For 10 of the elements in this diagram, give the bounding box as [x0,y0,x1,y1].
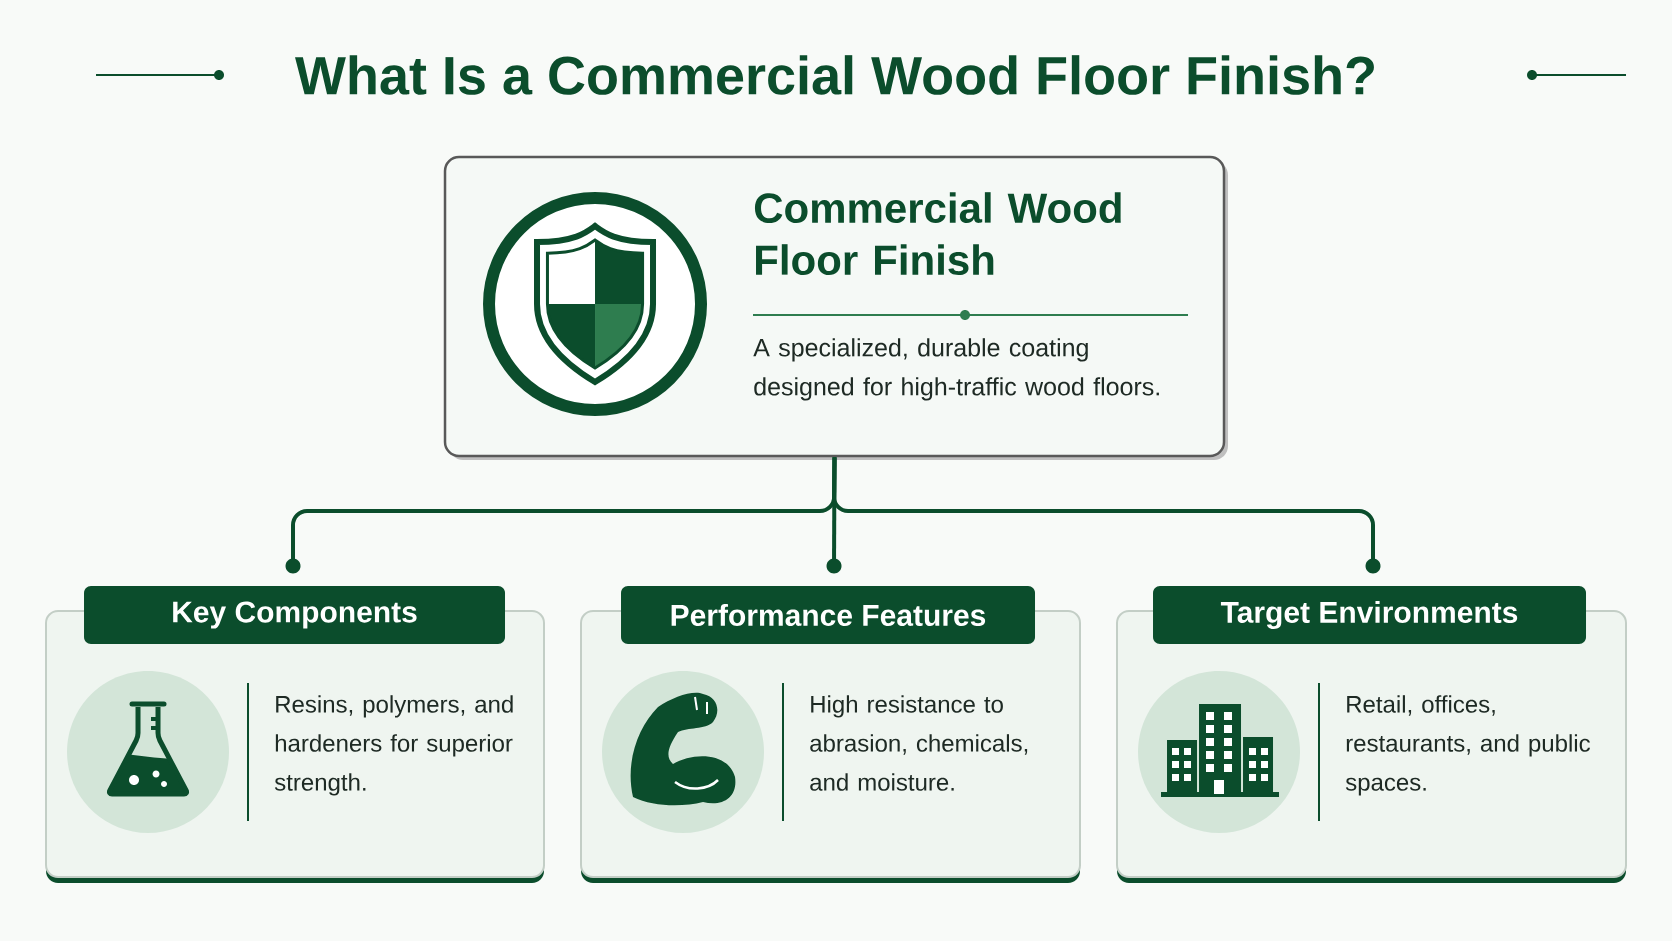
description: Resins, polymers, and hardeners for superior strength. [274,695,513,796]
description: A specialized, durable coating designed for high-traffic wood floors. [753,338,1159,401]
header-tab: Key Components [84,586,505,644]
connector [832,457,1381,574]
description: Retail, offices, restaurants, and public spaces. [1345,695,1590,796]
title: What Is a Commercial Wood Floor Finish? [295,55,1374,95]
heading: Commercial Wood Floor Finish [754,192,1121,276]
description: High resistance to abrasion, chemicals, and moisture. [810,695,1028,791]
header-tab: Performance Features [621,586,1035,644]
header-tab: Target Environments [1153,586,1586,644]
